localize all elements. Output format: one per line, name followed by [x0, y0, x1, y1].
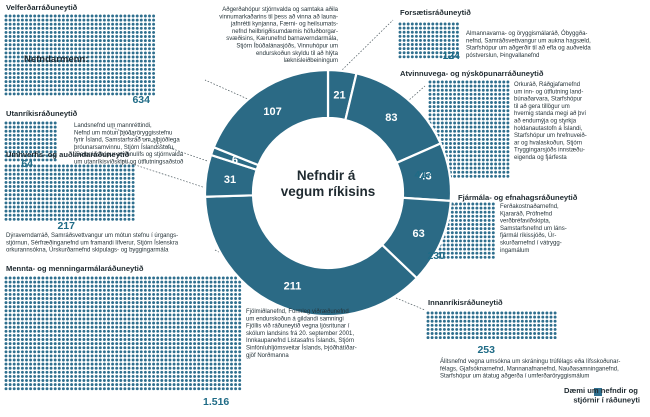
ministry-label-1: Atvinnuvega- og nýsköpunarráðuneytið 417 O…: [400, 69, 587, 181]
leader-line-3: [395, 297, 426, 311]
ministry-label-6: Utanríkisráðuneytið 64 Landsnefnd um mannr…: [6, 109, 184, 170]
dot-grid-5: [4, 164, 135, 221]
dot-grid-0: [398, 22, 459, 59]
member-count: 124: [442, 50, 460, 62]
committee-examples: Álitsnefnd vegna umsókna um skráningu tr…: [440, 358, 620, 380]
ministry-name: Fjármála- og efnahagsráðuneytið: [458, 193, 578, 202]
member-count: 417: [414, 169, 432, 181]
member-count: 253: [477, 344, 495, 356]
ministry-name: Forsætisráðuneytið: [400, 8, 471, 17]
slice-value-7: 107: [263, 106, 281, 118]
ministry-name: Mennta- og menningarmálaráðuneytið: [6, 264, 144, 273]
member-dot-grids: [4, 14, 557, 391]
ministry-name: Umhverfis- og auðlindaráðuneytið: [6, 150, 130, 159]
leader-line-0: [339, 19, 394, 73]
ministry-labels: Forsætisráðuneytið 124 Almannavarna- og ör…: [6, 3, 620, 408]
chart-title: Nefndir á vegum ríkisins: [281, 168, 376, 199]
ministry-label-7: Velferðarráðuneytið 634 Aðgerðahópur stjór…: [6, 3, 339, 106]
ministry-name: Atvinnuvega- og nýsköpunarráðuneytið: [400, 69, 544, 78]
ministry-label-0: Forsætisráðuneytið 124 Almannavarna- og ör…: [400, 8, 591, 62]
dot-grid-7: [4, 14, 156, 96]
ministry-name: Utanríkisráðuneytið: [6, 109, 78, 118]
slice-value-2: 43: [419, 171, 431, 183]
slice-value-0: 21: [333, 90, 345, 102]
committee-examples: Dýraverndarráð, Samráðsvettvangur um mót…: [6, 232, 179, 254]
dot-grid-4: [4, 276, 242, 391]
member-count: 64: [21, 158, 33, 170]
ministry-label-4: Mennta- og menningarmálaráðuneytið 1.516 F…: [6, 264, 357, 408]
slice-value-3: 63: [413, 228, 425, 240]
slice-7: [212, 68, 330, 167]
slice-value-6: 6: [232, 154, 238, 166]
slice-value-1: 83: [385, 112, 397, 124]
slice-value-4: 211: [284, 280, 302, 292]
member-count: 230: [427, 250, 445, 262]
committee-examples: Landsnefnd um mannréttindi,Nefnd um mótu…: [74, 123, 184, 166]
leader-line-7: [204, 79, 251, 101]
legend-swatch: [594, 388, 602, 396]
member-count: 1.516: [203, 396, 229, 408]
leader-line-6: [109, 126, 214, 164]
committee-examples: Aðgerðahópur stjórnvalda og samtaka aðil…: [219, 6, 338, 64]
donut-chart: 21 83 43 63 211 31 6 107: [203, 68, 453, 318]
total-members-label: Nefndarmenn:: [24, 54, 88, 65]
ministry-label-5: Umhverfis- og auðlindaráðuneytið 217Dýrav…: [6, 150, 179, 254]
slice-4: [203, 194, 419, 318]
ministry-name: Innanríkisráðuneytið: [428, 298, 503, 307]
legend: Dæmi um nefndir og stjórnir í ráðuneyti: [564, 386, 640, 405]
legend-text: Dæmi um nefndir og stjórnir í ráðuneyti: [564, 386, 640, 405]
member-count: 634: [132, 94, 150, 106]
member-count: 217: [57, 220, 75, 232]
dot-grid-6: [4, 121, 57, 162]
leader-line-1: [399, 85, 426, 109]
leader-line-5: [119, 159, 213, 191]
ministry-name: Velferðarráðuneytið: [6, 3, 78, 12]
slice-value-5: 31: [224, 174, 236, 186]
ministry-label-2: Fjármála- og efnahagsráðuneytið 230 Ferðak…: [427, 193, 577, 262]
committee-examples: Almannavarna- og öryggismálaráð, Óbyggða…: [466, 30, 591, 59]
dot-grid-3: [426, 311, 557, 340]
